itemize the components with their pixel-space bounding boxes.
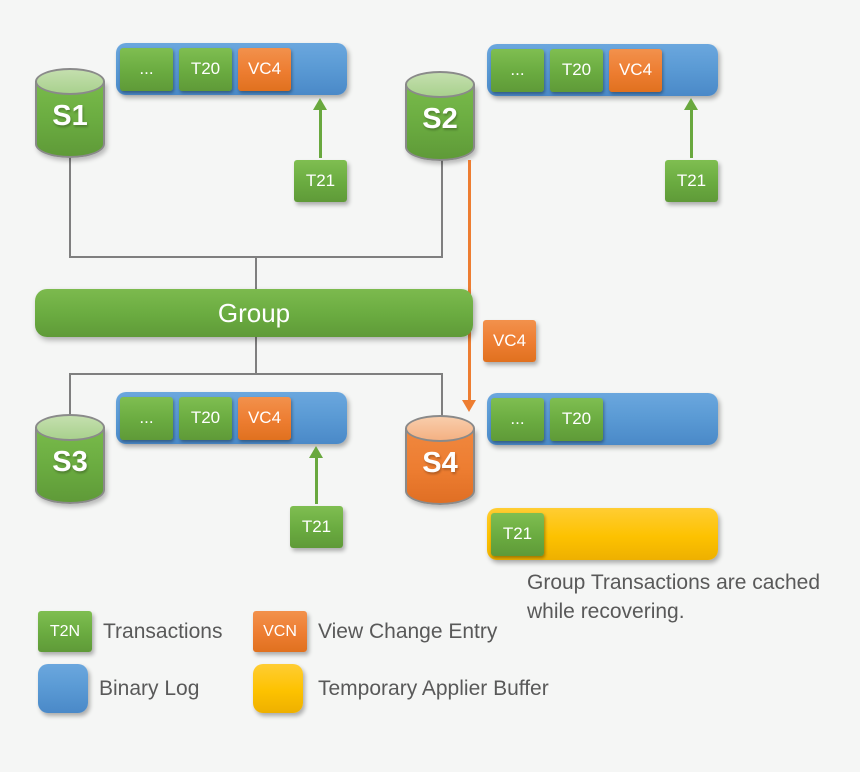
arrowhead-icon (462, 400, 476, 412)
server-cylinder-s1: S1 (35, 68, 105, 158)
caption: Group Transactions are cached while reco… (527, 571, 820, 623)
legend-label-binary-log: Binary Log (99, 676, 200, 700)
server-label-s4: S4 (422, 447, 458, 479)
log-entry: ... (120, 396, 173, 440)
cylinder-top (35, 68, 105, 95)
cylinder-top (405, 415, 475, 442)
server-label-s2: S2 (422, 103, 458, 135)
server-cylinder-s3: S3 (35, 414, 105, 504)
log-entry-view-change: VC4 (238, 47, 291, 91)
binary-log-s3: ... T20 VC4 (116, 392, 347, 444)
binary-log-s2: ... T20 VC4 (487, 44, 718, 96)
log-entry-view-change: VC4 (238, 396, 291, 440)
legend-swatch-transactions: T2N (38, 611, 92, 652)
arrowhead-icon (313, 98, 327, 110)
log-entry: ... (491, 397, 544, 441)
log-entry-view-change: VC4 (609, 48, 662, 92)
connector-s2-down (441, 158, 443, 256)
apply-arrow-s3 (309, 446, 323, 504)
server-label-s1: S1 (52, 100, 88, 132)
arrowhead-icon (309, 446, 323, 458)
connector-bottom-horizontal (69, 373, 443, 375)
connector-top-to-group (255, 256, 257, 290)
server-cylinder-s4: S4 (405, 415, 475, 505)
log-entry: T20 (550, 48, 603, 92)
view-change-in-flight: VC4 (483, 320, 536, 362)
recovery-arrow-s2-to-s4 (462, 160, 476, 412)
legend-swatch-view-change: VCN (253, 611, 307, 652)
legend-label-transactions: Transactions (103, 619, 223, 643)
server-label-s3: S3 (52, 446, 88, 478)
log-entry: T20 (179, 47, 232, 91)
log-entry: T20 (550, 397, 603, 441)
pending-transaction-s3: T21 (290, 506, 343, 548)
connector-s3-up (69, 373, 71, 416)
pending-transaction-s1: T21 (294, 160, 347, 202)
apply-arrow-s2 (684, 98, 698, 158)
legend-label-view-change: View Change Entry (318, 619, 498, 643)
cylinder-top (35, 414, 105, 441)
connector-s1-down (69, 156, 71, 256)
log-entry: T20 (179, 396, 232, 440)
arrowhead-icon (684, 98, 698, 110)
legend-swatch-binary-log (38, 664, 88, 713)
log-entry: ... (491, 48, 544, 92)
legend-swatch-applier-buffer (253, 664, 303, 713)
group-bar: Group (35, 289, 473, 337)
legend-label-applier-buffer: Temporary Applier Buffer (318, 676, 549, 700)
applier-buffer-bar: T21 (487, 508, 718, 560)
binary-log-s4: ... T20 (487, 393, 718, 445)
pending-transaction-s2: T21 (665, 160, 718, 202)
server-cylinder-s2: S2 (405, 71, 475, 161)
connector-s4-up (441, 373, 443, 419)
connector-group-down (255, 336, 257, 374)
apply-arrow-s1 (313, 98, 327, 158)
buffer-entry: T21 (491, 512, 544, 556)
cylinder-top (405, 71, 475, 98)
log-entry: ... (120, 47, 173, 91)
binary-log-s1: ... T20 VC4 (116, 43, 347, 95)
